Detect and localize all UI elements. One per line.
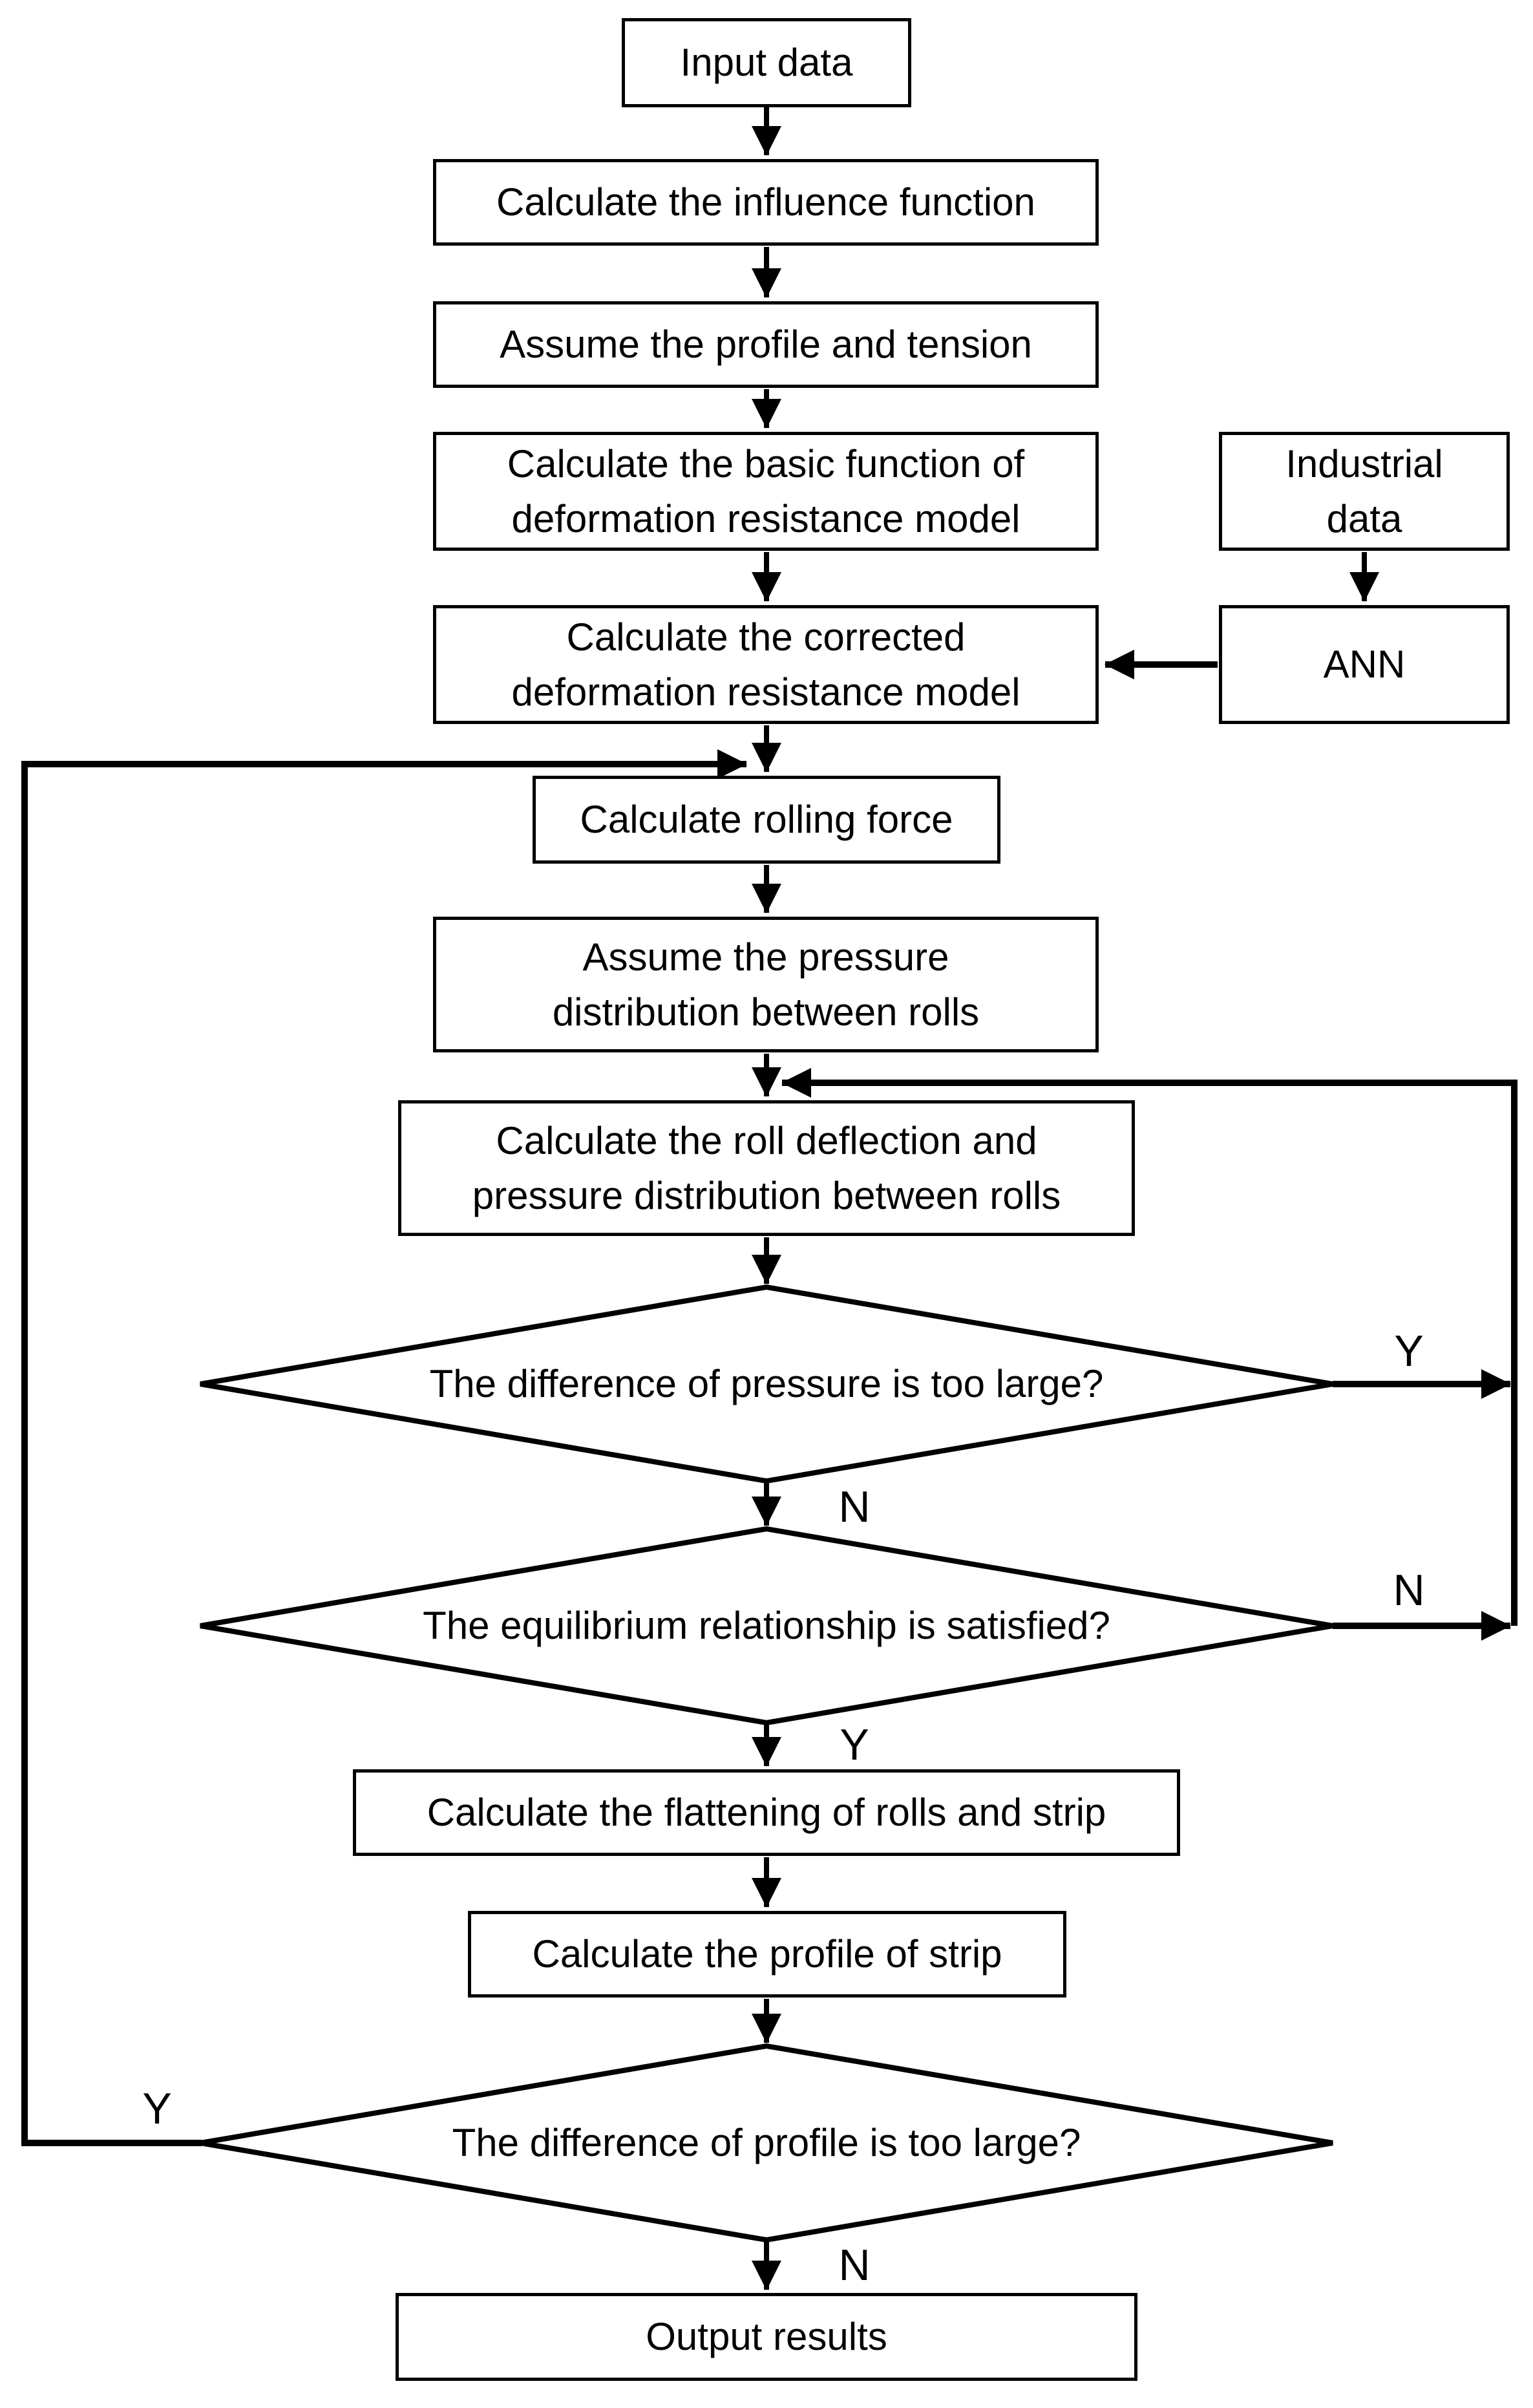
node-calc-roll-deflection: Calculate the roll deflection and pressu…: [398, 1100, 1135, 1236]
node-calc-flattening: Calculate the flattening of rolls and st…: [353, 1769, 1180, 1856]
edge-label-profile-yes: Y: [142, 2084, 172, 2133]
node-ann: ANN: [1219, 605, 1510, 724]
node-calc-corrected: Calculate the corrected deformation resi…: [433, 605, 1099, 724]
node-output-results: Output results: [396, 2293, 1137, 2381]
decision-pressure-label: The difference of pressure is too large?: [429, 1362, 1104, 1405]
node-input-data: Input data: [622, 18, 911, 107]
edge-label-equilibrium-no: N: [1393, 1566, 1425, 1615]
node-calc-profile: Calculate the profile of strip: [468, 1911, 1066, 1998]
edge-label-pressure-no: N: [838, 1482, 871, 1531]
edge-label-equilibrium-yes: Y: [840, 1720, 869, 1769]
decision-equilibrium-diamond: [200, 1526, 1333, 1726]
decision-equilibrium-label: The equilibrium relationship is satisfie…: [423, 1604, 1110, 1647]
decision-pressure-diamond: [200, 1284, 1333, 1484]
edge-label-pressure-yes: Y: [1394, 1327, 1424, 1376]
node-assume-profile: Assume the profile and tension: [433, 301, 1099, 388]
decision-profile-label: The difference of profile is too large?: [452, 2121, 1081, 2164]
edge-label-profile-no: N: [838, 2241, 871, 2290]
node-calc-influence: Calculate the influence function: [433, 159, 1099, 246]
loop-profile-yes-line: [21, 749, 747, 2146]
loop-right-return-line: [781, 1068, 1517, 1626]
node-calc-basic: Calculate the basic function of deformat…: [433, 432, 1099, 551]
node-assume-pressure: Assume the pressure distribution between…: [433, 917, 1099, 1052]
node-industrial-data: Industrial data: [1219, 432, 1510, 551]
node-calc-rolling-force: Calculate rolling force: [533, 776, 1000, 864]
decision-profile-diamond: [200, 2043, 1333, 2243]
